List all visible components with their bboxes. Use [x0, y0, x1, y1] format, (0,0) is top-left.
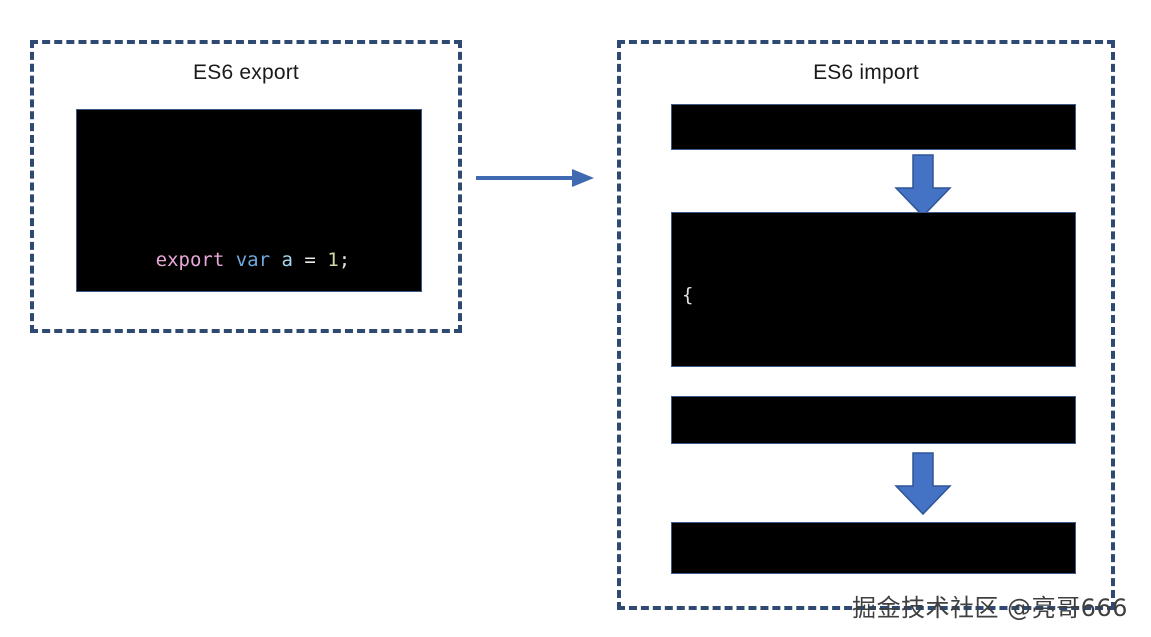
token-open-brace: {	[682, 284, 694, 306]
export-code-block: export var a = 1; export var b = 2; expo…	[76, 109, 422, 292]
flow-arrow-right	[474, 160, 596, 196]
namespace-object-result-block: { a:1, b:2, default:3 }	[671, 212, 1076, 367]
code-line: a:1,	[682, 365, 1075, 366]
arrow-right-icon	[476, 169, 594, 187]
arrow-down-icon	[894, 452, 952, 516]
flow-arrow-down-default	[894, 452, 952, 516]
watermark-text: 掘金技术社区 @亮哥666	[852, 594, 1128, 622]
es6-export-panel: ES6 export export var a = 1; export var …	[30, 40, 462, 333]
code-line: {	[682, 281, 1075, 309]
code-line: export var a = 1;	[87, 218, 421, 291]
es6-import-panel: ES6 import import * as obj from "./a" { …	[617, 40, 1115, 610]
token-keyword: export	[155, 249, 225, 271]
default-import-result-block: 3	[671, 522, 1076, 574]
arrow-down-icon	[894, 154, 952, 218]
token-terminator: ;	[338, 249, 351, 271]
token-number: 1	[327, 249, 339, 271]
panel-title-import: ES6 import	[813, 61, 919, 84]
import-namespace-code-block: import * as obj from "./a"	[671, 104, 1076, 150]
panel-title-export: ES6 export	[193, 61, 299, 84]
flow-arrow-down-namespace	[894, 154, 952, 218]
token-variable: a	[281, 249, 293, 271]
import-default-code-block: import c from "./a"	[671, 396, 1076, 444]
token-declarator: var	[235, 249, 271, 271]
token-operator: =	[304, 249, 316, 271]
